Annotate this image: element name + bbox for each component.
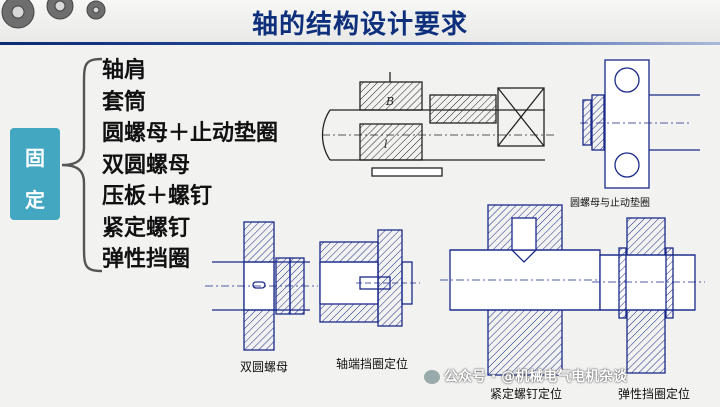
dimension-label-l: l: [384, 138, 388, 151]
shoulder-sleeve-drawing: [321, 72, 555, 177]
set-screw-drawing: [440, 204, 610, 376]
double-nut-drawing: [205, 221, 318, 351]
end-ring-drawing: [319, 229, 420, 327]
list-item: 紧定螺钉: [102, 215, 191, 241]
fixed-label-box: 固 定: [10, 128, 60, 220]
list-item: 轴肩: [102, 58, 147, 83]
round-nut-washer-drawing: [580, 59, 700, 189]
figure-caption: 双圆螺母: [240, 360, 289, 374]
fixed-label-char: 固: [25, 146, 45, 170]
dimension-label-b: B: [385, 95, 394, 108]
fixing-method-list: 轴肩 套筒 圆螺母＋止动垫圈 双圆螺母 压板＋螺钉 紧定螺钉 弹性挡圈: [102, 55, 278, 276]
title-bar: [0, 0, 720, 42]
wechat-icon: [424, 370, 440, 384]
brace-bracket: [61, 57, 103, 273]
watermark-text: 公众号 · @机械电气电机杂谈: [444, 369, 628, 385]
list-item: 压板＋螺钉: [102, 184, 213, 209]
list-item: 圆螺母＋止动垫圈: [102, 121, 279, 146]
page-title: 轴的结构设计要求: [251, 10, 468, 40]
figure-caption: 轴端挡圈定位: [336, 357, 409, 371]
list-item: 套筒: [102, 89, 147, 115]
gear-icon: [1, 0, 106, 29]
title-underline: [0, 42, 720, 45]
figure-caption: 圆螺母与止动垫圈: [570, 196, 650, 209]
snap-ring-drawing: [592, 217, 705, 374]
list-item: 弹性挡圈: [102, 247, 191, 272]
figure-caption: 紧定螺钉定位: [490, 387, 563, 401]
watermark: 公众号 · @机械电气电机杂谈: [424, 366, 627, 386]
list-item: 双圆螺母: [102, 152, 191, 178]
figure-caption: 弹性挡圈定位: [618, 387, 691, 401]
fixed-label-char: 定: [25, 188, 45, 212]
